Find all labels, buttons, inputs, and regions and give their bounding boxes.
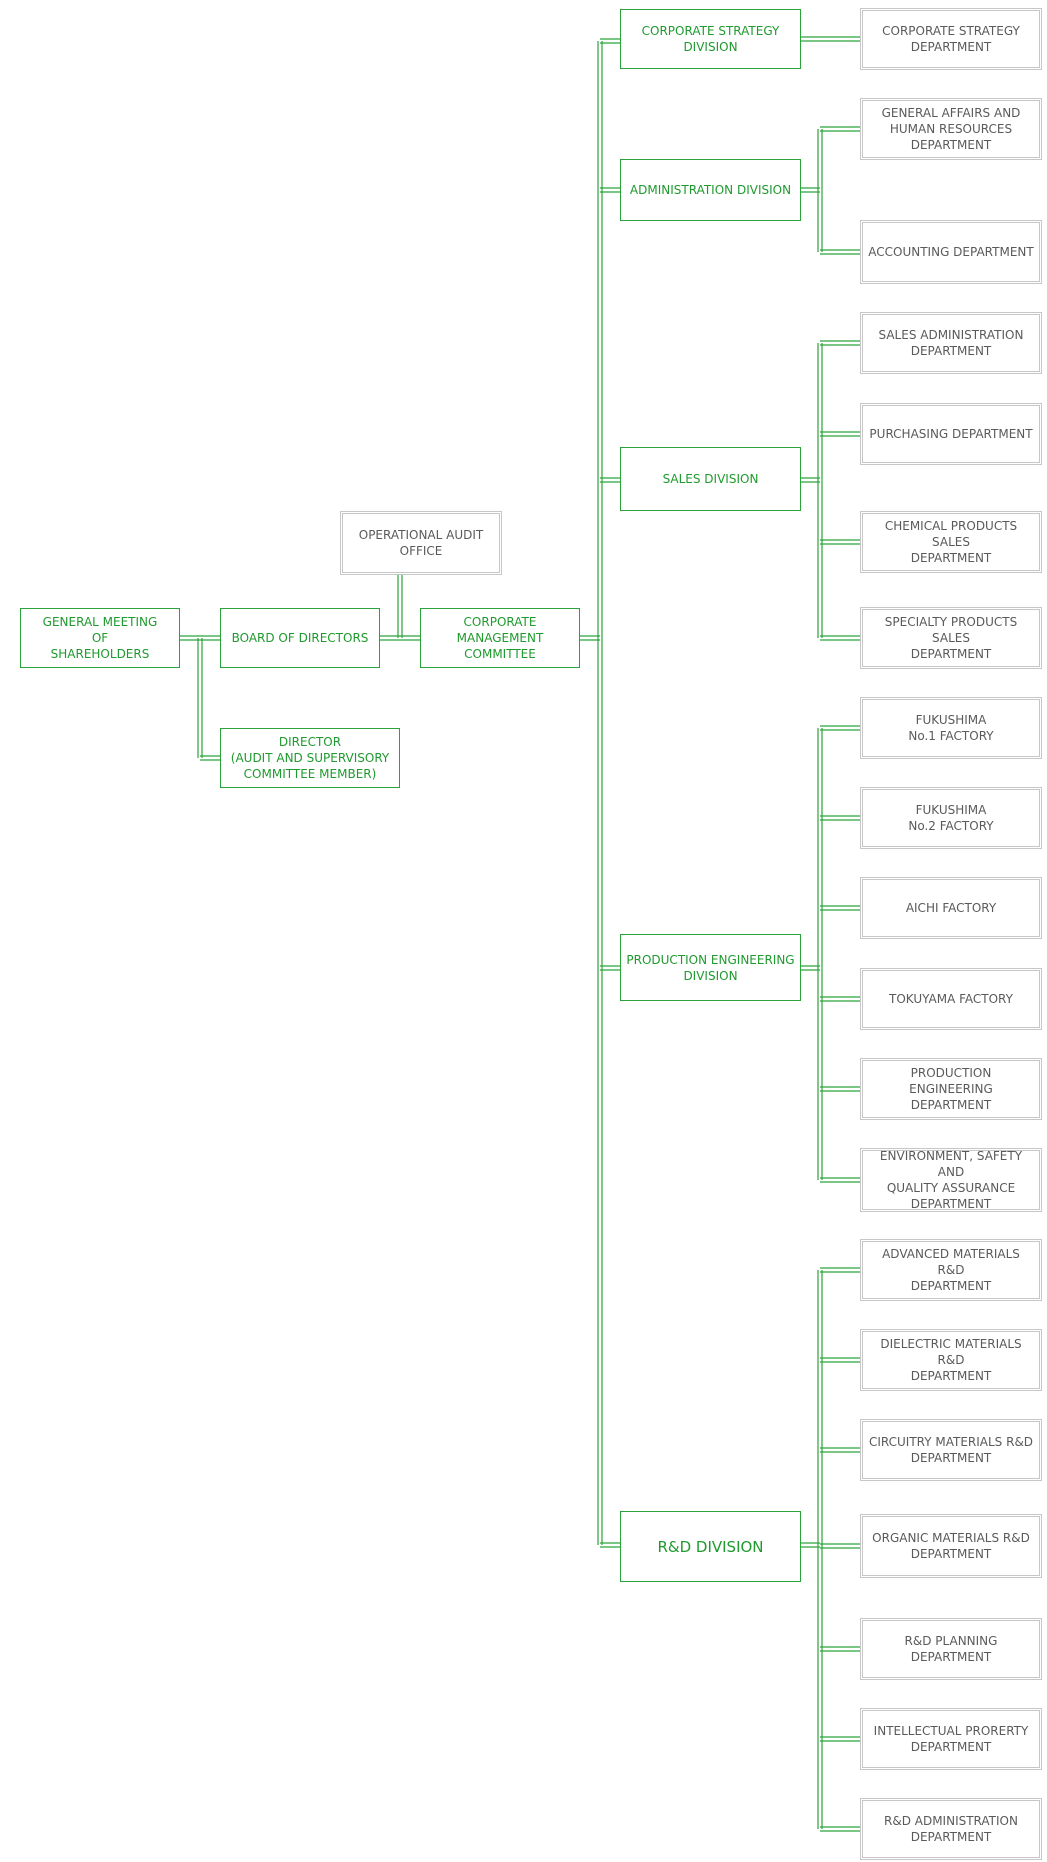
node-dept: FUKUSHIMA No.2 FACTORY <box>860 787 1042 849</box>
node-dept: SALES ADMINISTRATION DEPARTMENT <box>860 312 1042 374</box>
node-dept: AICHI FACTORY <box>860 877 1042 939</box>
node-director-audit: DIRECTOR (AUDIT AND SUPERVISORY COMMITTE… <box>220 728 400 788</box>
node-corporate-strategy-division: CORPORATE STRATEGY DIVISION <box>620 9 801 69</box>
node-dept: ACCOUNTING DEPARTMENT <box>860 220 1042 284</box>
node-rd-division: R&D DIVISION <box>620 1511 801 1582</box>
node-dept: TOKUYAMA FACTORY <box>860 968 1042 1030</box>
node-dept: DIELECTRIC MATERIALS R&D DEPARTMENT <box>860 1329 1042 1391</box>
node-dept: PRODUCTION ENGINEERING DEPARTMENT <box>860 1058 1042 1120</box>
node-dept: GENERAL AFFAIRS AND HUMAN RESOURCES DEPA… <box>860 98 1042 160</box>
node-board-of-directors: BOARD OF DIRECTORS <box>220 608 380 668</box>
node-production-engineering-division: PRODUCTION ENGINEERING DIVISION <box>620 934 801 1001</box>
node-management-committee: CORPORATE MANAGEMENT COMMITTEE <box>420 608 580 668</box>
node-sales-division: SALES DIVISION <box>620 447 801 511</box>
node-dept: PURCHASING DEPARTMENT <box>860 403 1042 465</box>
node-dept: FUKUSHIMA No.1 FACTORY <box>860 697 1042 759</box>
node-dept: R&D ADMINISTRATION DEPARTMENT <box>860 1798 1042 1860</box>
node-administration-division: ADMINISTRATION DIVISION <box>620 159 801 221</box>
node-dept: R&D PLANNING DEPARTMENT <box>860 1618 1042 1680</box>
node-dept: CIRCUITRY MATERIALS R&D DEPARTMENT <box>860 1419 1042 1481</box>
node-dept: ADVANCED MATERIALS R&D DEPARTMENT <box>860 1239 1042 1301</box>
node-dept: CHEMICAL PRODUCTS SALES DEPARTMENT <box>860 511 1042 573</box>
node-operational-audit-office: OPERATIONAL AUDIT OFFICE <box>340 511 502 575</box>
node-dept: INTELLECTUAL PRORERTY DEPARTMENT <box>860 1708 1042 1770</box>
node-dept: SPECIALTY PRODUCTS SALES DEPARTMENT <box>860 607 1042 669</box>
node-dept: ORGANIC MATERIALS R&D DEPARTMENT <box>860 1514 1042 1578</box>
node-dept: CORPORATE STRATEGY DEPARTMENT <box>860 8 1042 70</box>
node-general-meeting: GENERAL MEETING OF SHAREHOLDERS <box>20 608 180 668</box>
node-dept: ENVIRONMENT, SAFETY AND QUALITY ASSURANC… <box>860 1148 1042 1212</box>
